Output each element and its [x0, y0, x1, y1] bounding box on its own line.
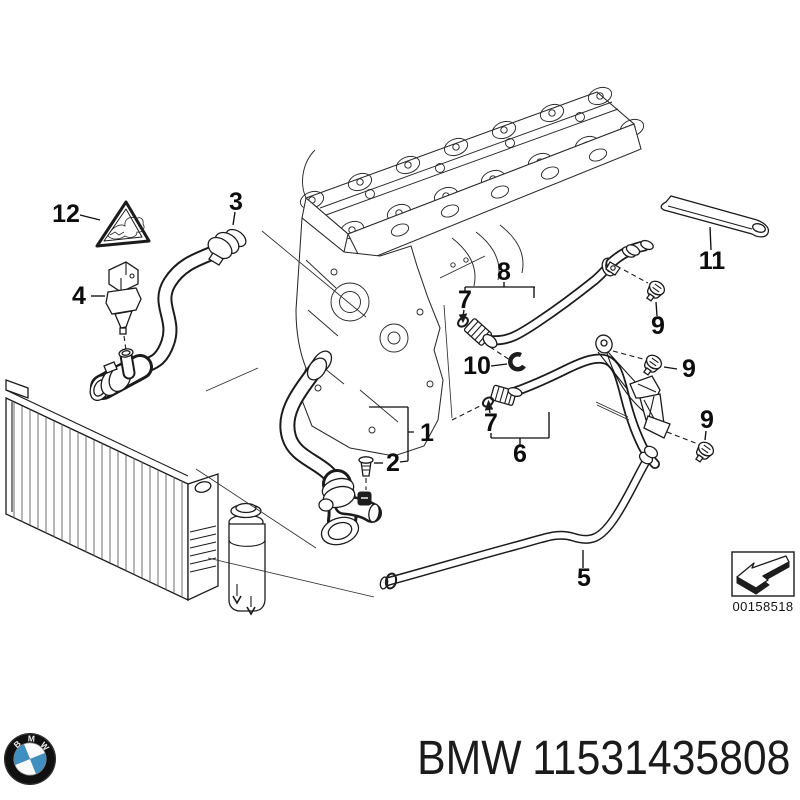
callout-1-label: 1 [420, 419, 434, 447]
callout-7-lower-label: 7 [484, 409, 498, 437]
callout-12-label: 12 [52, 200, 80, 228]
o-ring-7-upper [457, 316, 469, 328]
svg-text:M: M [28, 733, 36, 743]
hose-clamp-engine-end [306, 350, 333, 381]
upper-radiator-hose-drawing [89, 228, 247, 402]
engine-drawing [295, 86, 645, 457]
callout-11-label: 11 [699, 247, 726, 275]
bmw-logo-quarters [13, 742, 47, 776]
vent-screw-2 [358, 456, 374, 490]
callout-9-second-label: 9 [682, 355, 696, 383]
bmw-logo: B M W [4, 733, 56, 785]
callout-9-third-label: 9 [700, 406, 714, 434]
pipe-connector-8-end [605, 239, 654, 276]
direction-plate: 00158518 [731, 551, 795, 614]
tension-strap-11 [660, 195, 770, 238]
reference-lines [195, 230, 453, 598]
callout-7-upper-label: 7 [458, 286, 472, 314]
cooling-hoses-diagram: 12 3 4 8 7 10 9 11 9 9 1 2 7 6 5 0015851… [5, 86, 795, 616]
callout-3-label: 3 [229, 188, 243, 216]
lower-radiator-hose-1 [287, 350, 380, 546]
hose-clip [384, 572, 398, 590]
warning-triangle-12-icon [95, 200, 151, 248]
direction-arrow-icon [736, 555, 790, 595]
part-number-text: 11531435808 [531, 732, 790, 785]
assembly-dashed-lines [451, 269, 699, 445]
bolt-9-1 [641, 277, 668, 305]
callout-labels: 12 3 4 8 7 10 9 11 9 9 1 2 7 6 5 [52, 188, 725, 592]
temperature-sensor-4 [105, 261, 142, 351]
radiator-fins [13, 402, 183, 597]
callout-4-label: 4 [72, 282, 86, 310]
retaining-clip-10 [508, 352, 526, 372]
sensor-fit-line [123, 335, 127, 351]
callout-2-label: 2 [386, 449, 400, 477]
hose-clamp-3 [207, 228, 247, 266]
callout-arrowheads [458, 313, 494, 411]
bolt-9-2 [638, 351, 665, 379]
vent-hose-5 [379, 445, 659, 590]
callout-10-label: 10 [463, 352, 491, 380]
brand-text: BMW [416, 732, 522, 785]
water-pipe-8 [463, 239, 654, 349]
callout-6-label: 6 [513, 440, 527, 468]
return-pipe-6 [490, 359, 655, 464]
callout-8-label: 8 [497, 258, 511, 286]
callout-5-label: 5 [577, 564, 591, 592]
svg-text:B: B [12, 738, 23, 750]
expansion-tank-drawing [228, 502, 266, 616]
plate-code: 00158518 [732, 599, 793, 614]
bleed-marks [232, 595, 256, 616]
callout-9-first-label: 9 [651, 312, 665, 340]
mounting-bracket [595, 334, 671, 439]
radiator-drawing [5, 379, 219, 602]
